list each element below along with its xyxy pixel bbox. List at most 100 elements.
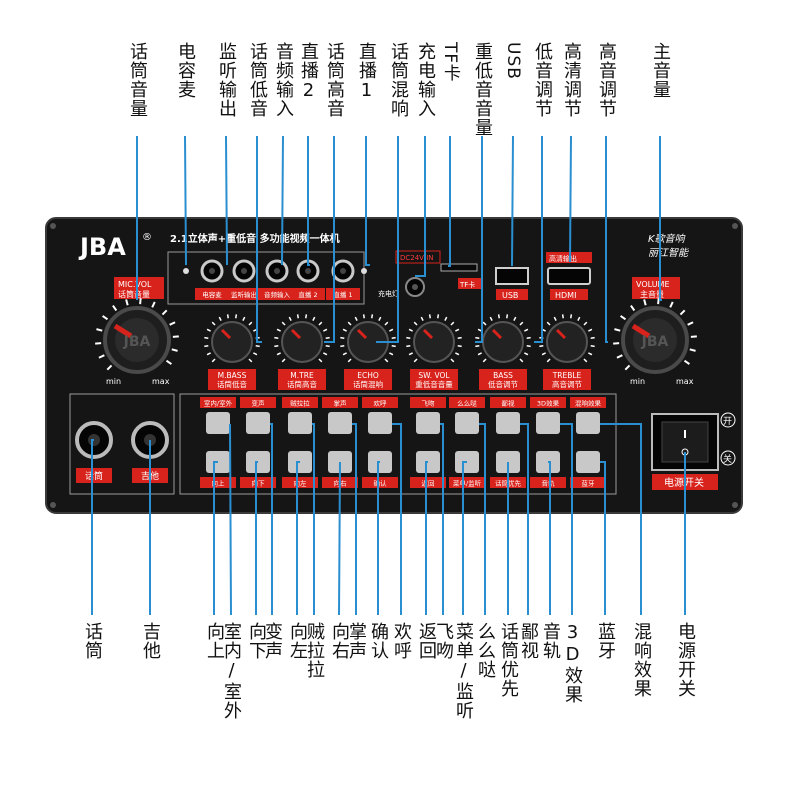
tone-knob[interactable] (211, 321, 253, 363)
knob-tick (274, 345, 279, 348)
knob-tick (384, 321, 389, 326)
mic-vol-cn: 话筒音量 (118, 289, 150, 299)
effect-button[interactable] (328, 412, 352, 434)
button-bottom-label-frame (530, 477, 566, 488)
tf-slot (440, 263, 478, 272)
knob-tick (583, 321, 588, 326)
jack-label: 音频输入 (264, 290, 291, 299)
knob-label-en: ECHO (357, 371, 379, 380)
knob-tick (347, 358, 352, 363)
callout-line (91, 439, 94, 615)
callout-line (548, 461, 551, 615)
knob-indicator (220, 328, 232, 340)
callout-line (511, 135, 514, 267)
knob-indicator (555, 328, 567, 340)
tone-knob[interactable] (281, 321, 323, 363)
callout-line (520, 423, 529, 615)
knob-label-cn: 低音调节 (488, 379, 518, 389)
tone-knob[interactable] (546, 321, 588, 363)
knob-tick (389, 328, 394, 332)
knob-tick (340, 336, 345, 339)
tone-knob[interactable] (413, 321, 455, 363)
knob-tick (312, 316, 316, 321)
callout-top-2: 监听输出 (216, 42, 237, 118)
callout-bottom-2: 向上 (204, 622, 225, 660)
button-top-label: 掌声 (334, 399, 348, 408)
knob-tick (98, 354, 105, 359)
callout-bottom-1: 吉他 (140, 622, 161, 660)
jack-label-frame (227, 288, 261, 300)
knob-tick (281, 358, 286, 363)
button-top-label: 室内/室外 (204, 399, 233, 408)
button-bottom-label-frame (240, 477, 276, 488)
knob-tick (561, 314, 564, 319)
jack-center (340, 268, 346, 274)
button-top-label-frame (282, 397, 318, 408)
callout-line (415, 136, 426, 277)
button-bottom-label: 音轨 (542, 479, 556, 488)
knob-tick (362, 314, 365, 319)
knob-label-en: SW. VOL (418, 371, 450, 380)
right-brand-2: 丽江智能 (648, 247, 689, 259)
mic-volume-knob-indicator (113, 323, 133, 339)
control-button[interactable] (576, 451, 600, 473)
callout-bottom-6: 向左 (287, 622, 308, 660)
button-top-label: 么么哒 (457, 399, 477, 408)
knob-tick (616, 354, 623, 359)
knob-tick (583, 358, 588, 363)
knob-tick (590, 345, 595, 348)
knob-tick (669, 301, 674, 308)
screw (732, 502, 738, 508)
effect-button[interactable] (246, 412, 270, 434)
jack-row-frame (167, 251, 365, 305)
tone-knob[interactable] (482, 321, 524, 363)
knob-tick (679, 309, 686, 316)
knob-tick (218, 316, 222, 321)
knob-tick (524, 328, 529, 332)
knob-tick (450, 321, 455, 326)
callout-line (365, 136, 370, 266)
callout-line (338, 461, 341, 616)
callout-bottom-20: 蓝牙 (595, 622, 616, 660)
effect-button[interactable] (536, 412, 560, 434)
callout-line (256, 136, 262, 343)
button-top-label: 贼拉拉 (290, 399, 310, 408)
knob-tick (151, 301, 156, 308)
callout-top-4: 音频输入 (273, 42, 294, 118)
jack-center (274, 268, 280, 274)
effect-button[interactable] (206, 412, 230, 434)
callout-line (462, 461, 467, 615)
on-badge (720, 412, 736, 428)
effect-button[interactable] (288, 412, 312, 434)
knob-tick (519, 358, 524, 363)
knob-tick (318, 358, 323, 363)
callout-top-14: 高清调节 (561, 42, 582, 118)
dc-label: DC24V IN (400, 254, 434, 262)
effect-button[interactable] (455, 412, 479, 434)
callout-line (479, 423, 486, 615)
button-top-label-frame (530, 397, 566, 408)
effect-button[interactable] (496, 412, 520, 434)
button-top-label-frame (200, 397, 236, 408)
knob-tick (524, 352, 529, 356)
callout-bottom-10: 确认 (368, 622, 389, 660)
effect-button[interactable] (368, 412, 392, 434)
input-jack-box (69, 393, 175, 495)
usb-label-frame (496, 289, 528, 300)
button-area-frame (179, 393, 617, 495)
knob-label-en: TREBLE (552, 371, 582, 380)
callout-line (352, 423, 357, 615)
knob-tick (378, 316, 382, 321)
callout-bottom-18: 音轨 (540, 622, 561, 660)
knob-tick (475, 345, 480, 348)
button-bottom-label: 向下 (252, 479, 266, 488)
knob-tick (455, 352, 460, 356)
jack-center (209, 268, 215, 274)
button-bottom-label: 菜单/监听 (453, 479, 482, 488)
effect-button[interactable] (416, 412, 440, 434)
knob-tick (323, 328, 328, 332)
effect-button[interactable] (576, 412, 600, 434)
jack-led (183, 268, 189, 274)
knob-tick (690, 335, 697, 338)
knob-label-frame (208, 369, 256, 390)
